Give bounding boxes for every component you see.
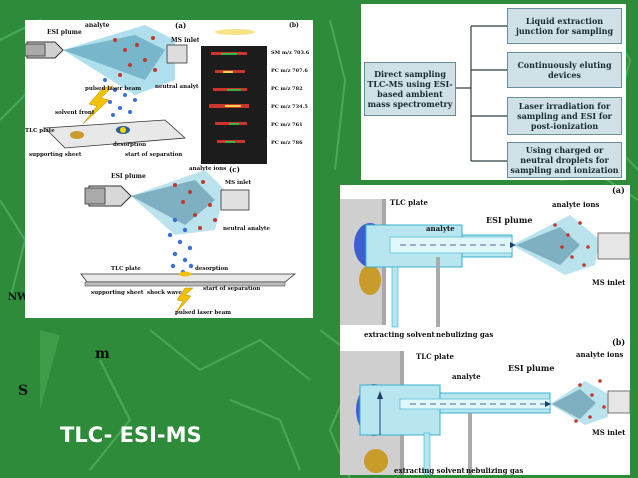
slide-title: TLC- ESI-MS	[60, 423, 202, 447]
spectra-label-5: PC m/z 761	[271, 122, 303, 128]
label-pulsed-laser-c: pulsed laser beam	[175, 310, 231, 316]
spectra-label-1: SM m/z 703.6	[271, 50, 310, 56]
label-extracting-solvent-bottom: extracting solvent	[394, 466, 466, 475]
label-desorption-c: desorption	[195, 266, 228, 272]
label-neutral-analyte-c: neutral analyte	[223, 226, 270, 232]
label-esi-plume-a: ESI plume	[47, 29, 82, 36]
tag-right-a: (a)	[612, 185, 625, 195]
spectra-label-6: PC m/z 786	[271, 140, 303, 146]
label-analyte-a: analyte	[85, 22, 110, 29]
label-solvent-front-a: solvent front	[55, 110, 95, 116]
panel-laser-desorption: analyte ESI plume MS inlet pulsed laser …	[25, 20, 313, 318]
scheme-a	[25, 25, 188, 149]
label-ms-inlet-c: MS inlet	[225, 180, 252, 186]
svg-text:m: m	[95, 346, 110, 362]
label-ms-inlet-bottom: MS inlet	[592, 428, 626, 437]
label-nebulizing-gas-top: nebulizing gas	[436, 330, 493, 339]
scheme-top	[340, 199, 630, 328]
label-extracting-solvent-top: extracting solvent	[364, 330, 436, 339]
tag-right-b: (b)	[612, 337, 625, 347]
label-analyte-top: analyte	[426, 224, 455, 233]
tag-c: (c)	[229, 165, 240, 174]
spectra-label-4: PC m/z 734.5	[271, 104, 308, 110]
panel-flowchart: Direct sampling TLC-MS using ESI-based a…	[361, 4, 626, 180]
label-esi-plume-c: ESI plume	[111, 173, 146, 180]
spectra-image-b	[199, 22, 311, 166]
label-desorption-a: desorption	[113, 142, 146, 148]
laser-desorption-illustration: analyte ESI plume MS inlet pulsed laser …	[25, 21, 311, 316]
label-ms-inlet-top: MS inlet	[592, 278, 626, 287]
label-pulsed-laser-a: pulsed laser beam	[85, 86, 141, 92]
label-start-separation-c: start of separation	[203, 286, 260, 292]
label-ms-inlet-a: MS inlet	[171, 37, 200, 44]
label-start-separation-a: start of separation	[125, 152, 182, 158]
label-tlc-plate-c: TLC plate	[111, 266, 141, 272]
label-esi-plume-bottom: ESI plume	[508, 363, 554, 373]
label-supporting-sheet-c: supporting sheet	[91, 290, 144, 296]
label-tlc-plate-top: TLC plate	[390, 198, 428, 207]
flowchart-branch-continuous-eluting: Continuously eluting devices	[507, 52, 622, 88]
scheme-bottom	[340, 351, 630, 475]
panel-liquid-extraction: (a) TLC plate analyte ESI plume analyte …	[340, 185, 630, 475]
spectra-label-3: PC m/z 782	[271, 86, 303, 92]
flowchart-branch-liquid-extraction: Liquid extraction junction for sampling	[507, 8, 622, 44]
label-supporting-sheet-a: supporting sheet	[29, 152, 82, 158]
label-neutral-analyte-a: neutral analyte	[155, 84, 202, 90]
tag-b: (b)	[289, 22, 299, 29]
label-esi-plume-top: ESI plume	[486, 215, 532, 225]
liquid-extraction-illustration: (a) TLC plate analyte ESI plume analyte …	[340, 185, 630, 475]
label-tlc-plate-a: TLC plate	[25, 128, 55, 134]
svg-text:S: S	[18, 383, 28, 399]
scheme-c	[80, 170, 297, 315]
label-shock-wave-c: shock wave	[147, 290, 182, 296]
flowchart-branch-laser-irradiation: Laser irradiation for sampling and ESI f…	[507, 97, 622, 135]
label-tlc-plate-bottom: TLC plate	[416, 352, 454, 361]
tag-a: (a)	[175, 21, 186, 30]
spectra-label-2: PC m/z 707.6	[271, 68, 308, 74]
svg-text:NW: NW	[8, 292, 29, 303]
flowchart-branch-charged-droplets: Using charged or neutral droplets for sa…	[507, 142, 622, 178]
label-analyte-ions-top: analyte ions	[552, 200, 599, 209]
label-analyte-ions-bottom: analyte ions	[576, 350, 623, 359]
label-nebulizing-gas-bottom: nebulizing gas	[466, 466, 523, 475]
flowchart-connectors	[456, 25, 507, 162]
label-analyte-ions-c: analyte ions	[189, 166, 226, 172]
flowchart-root-box: Direct sampling TLC-MS using ESI-based a…	[364, 62, 456, 116]
label-analyte-bottom: analyte	[452, 372, 481, 381]
